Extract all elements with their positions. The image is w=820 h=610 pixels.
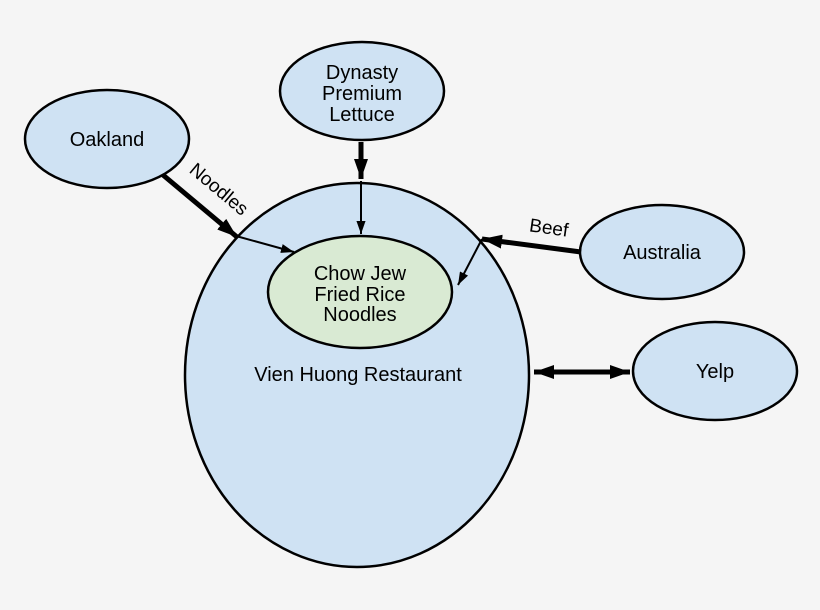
- yelp-ellipse: [631, 320, 799, 422]
- vien-huong-restaurant-label: Vien Huong Restaurant: [254, 364, 462, 386]
- yelp-label: Yelp: [696, 361, 734, 383]
- beef-edge-inner: [457, 238, 483, 286]
- chow-jew-label-line3: Noodles: [323, 304, 396, 326]
- beef-edge: [481, 234, 582, 255]
- noodles-edge-inner: [235, 235, 295, 253]
- oakland-label: Oakland: [70, 129, 145, 151]
- dynasty-label-line3: Lettuce: [329, 104, 395, 126]
- australia-label: Australia: [623, 242, 702, 264]
- noodles-edge: [161, 173, 239, 239]
- oakland-ellipse: [23, 88, 191, 190]
- dynasty-premium-lettuce-ellipse: [278, 40, 446, 142]
- chow-jew-ellipse: [266, 234, 454, 350]
- dynasty-label-line1: Dynasty: [326, 62, 398, 84]
- dynasty-label-line2: Premium: [322, 83, 402, 105]
- chow-jew-label-line1: Chow Jew: [314, 263, 407, 285]
- chow-jew-label-line2: Fried Rice: [314, 284, 405, 306]
